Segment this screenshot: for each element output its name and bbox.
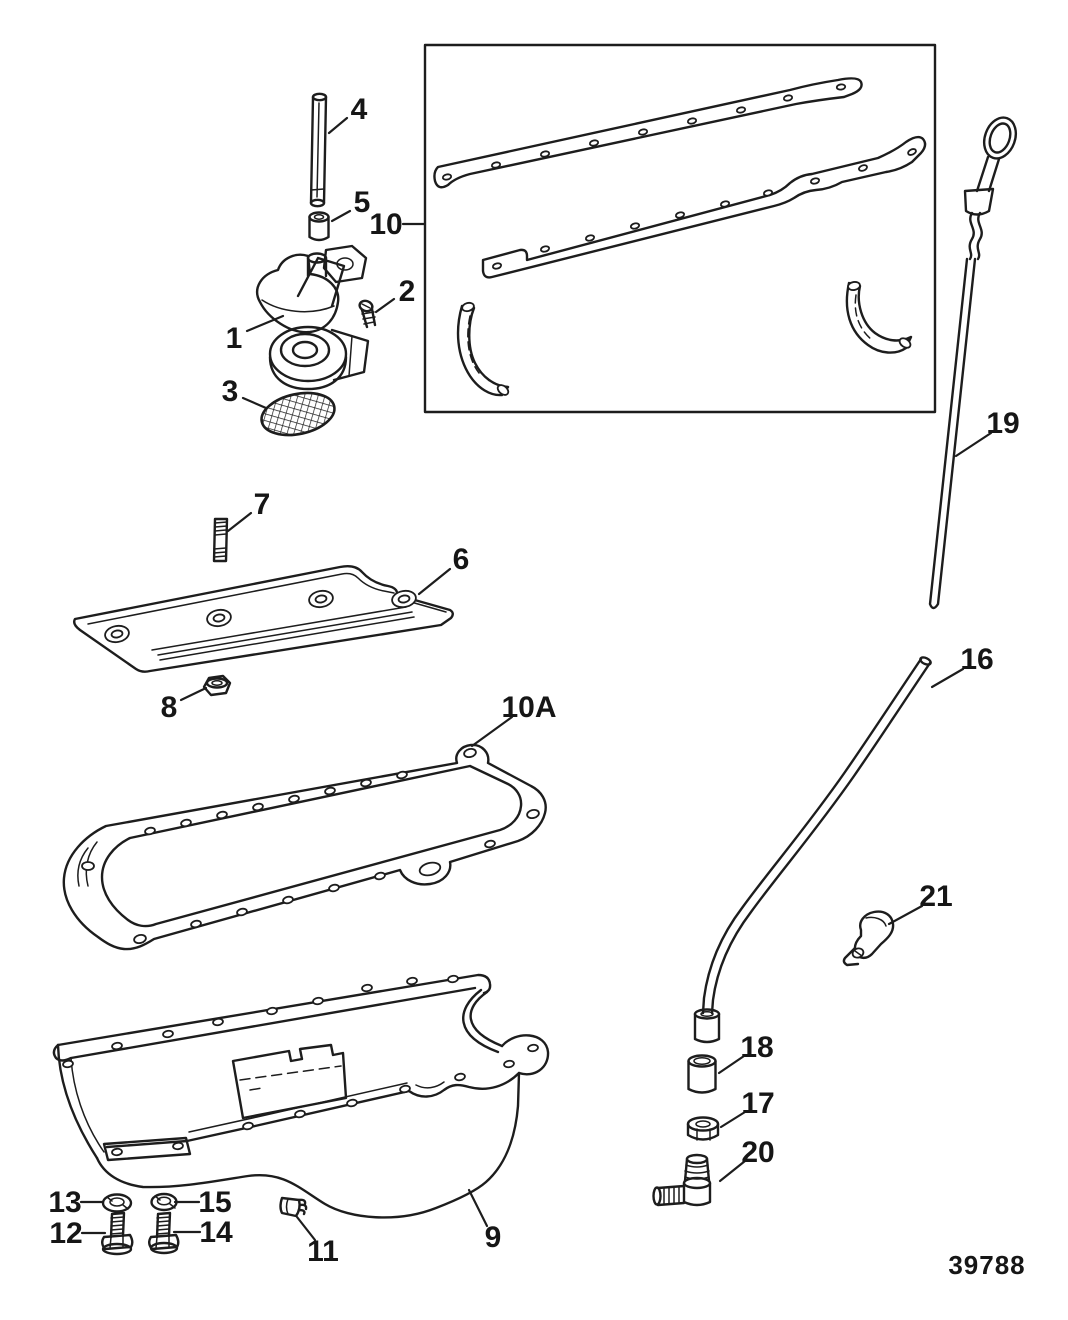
callout-17-leader <box>719 1110 747 1129</box>
gasket-set-frame <box>423 43 937 414</box>
callout-16: 16 <box>960 643 993 676</box>
pickup-tube <box>309 92 328 208</box>
callout-7: 7 <box>254 488 271 521</box>
callout-18: 18 <box>740 1031 773 1064</box>
callout-12: 12 <box>49 1217 82 1250</box>
callout-leaders <box>79 116 993 1242</box>
callout-labels: 1 2 3 4 5 6 7 8 9 10 10A 11 12 13 14 15 … <box>48 93 1019 1268</box>
baffle-plate <box>72 564 454 673</box>
callout-19-leader <box>954 431 993 458</box>
oil-pan-gasket <box>62 743 547 951</box>
callout-7-leader <box>226 511 253 533</box>
pickup-screen <box>260 391 336 437</box>
baffle-nut <box>202 674 232 697</box>
bolt-12 <box>101 1211 134 1256</box>
callout-10: 10 <box>369 208 402 241</box>
callout-11-leader <box>295 1215 317 1242</box>
oil-pan <box>52 973 550 1219</box>
fitting-nut <box>686 1116 720 1141</box>
lock-washer-15 <box>150 1192 178 1212</box>
rear-gasket-rail <box>481 135 927 279</box>
callout-10a: 10A <box>501 691 556 724</box>
callout-5: 5 <box>354 186 371 219</box>
bolt-14 <box>148 1211 180 1255</box>
callout-13: 13 <box>48 1186 81 1219</box>
dipstick <box>928 116 1018 610</box>
callout-5-leader <box>330 209 352 223</box>
callout-4-leader <box>327 116 349 135</box>
callout-2: 2 <box>399 275 416 308</box>
tube-clamp <box>842 910 895 967</box>
callout-18-leader <box>717 1054 746 1075</box>
end-seal-left <box>456 301 510 397</box>
pump-screw <box>358 299 377 329</box>
callout-14: 14 <box>199 1216 233 1249</box>
callout-20: 20 <box>741 1136 774 1169</box>
callout-21: 21 <box>919 880 952 913</box>
drawing-number: 39788 <box>948 1250 1025 1280</box>
callout-3-leader <box>241 396 268 410</box>
callout-16-leader <box>930 667 965 689</box>
elbow-fitting <box>652 1153 712 1207</box>
callout-9: 9 <box>485 1221 502 1254</box>
callout-17: 17 <box>741 1087 774 1120</box>
callout-4: 4 <box>351 93 368 126</box>
callout-20-leader <box>718 1159 747 1183</box>
callout-10a-leader <box>470 715 514 748</box>
callout-1: 1 <box>226 322 243 355</box>
front-gasket-rail <box>433 77 863 189</box>
callout-21-leader <box>887 904 924 926</box>
callout-9-leader <box>467 1188 489 1228</box>
drain-plug <box>279 1196 308 1218</box>
spacer-bushing <box>308 211 330 242</box>
tube-spacer <box>687 1054 717 1094</box>
callout-11: 11 <box>307 1235 339 1268</box>
callout-3: 3 <box>222 375 239 408</box>
callout-8: 8 <box>161 691 178 724</box>
oil-pump <box>255 244 370 391</box>
callout-6: 6 <box>453 543 470 576</box>
drain-tube <box>693 656 932 1044</box>
callout-2-leader <box>374 297 396 314</box>
baffle-stud <box>212 517 229 563</box>
end-seal-right <box>845 281 913 354</box>
callout-1-leader <box>245 314 285 333</box>
callout-8-leader <box>179 686 208 702</box>
callout-6-leader <box>417 567 452 596</box>
lock-washer-13 <box>101 1193 133 1213</box>
callout-19: 19 <box>986 407 1019 440</box>
callout-15: 15 <box>198 1186 231 1219</box>
